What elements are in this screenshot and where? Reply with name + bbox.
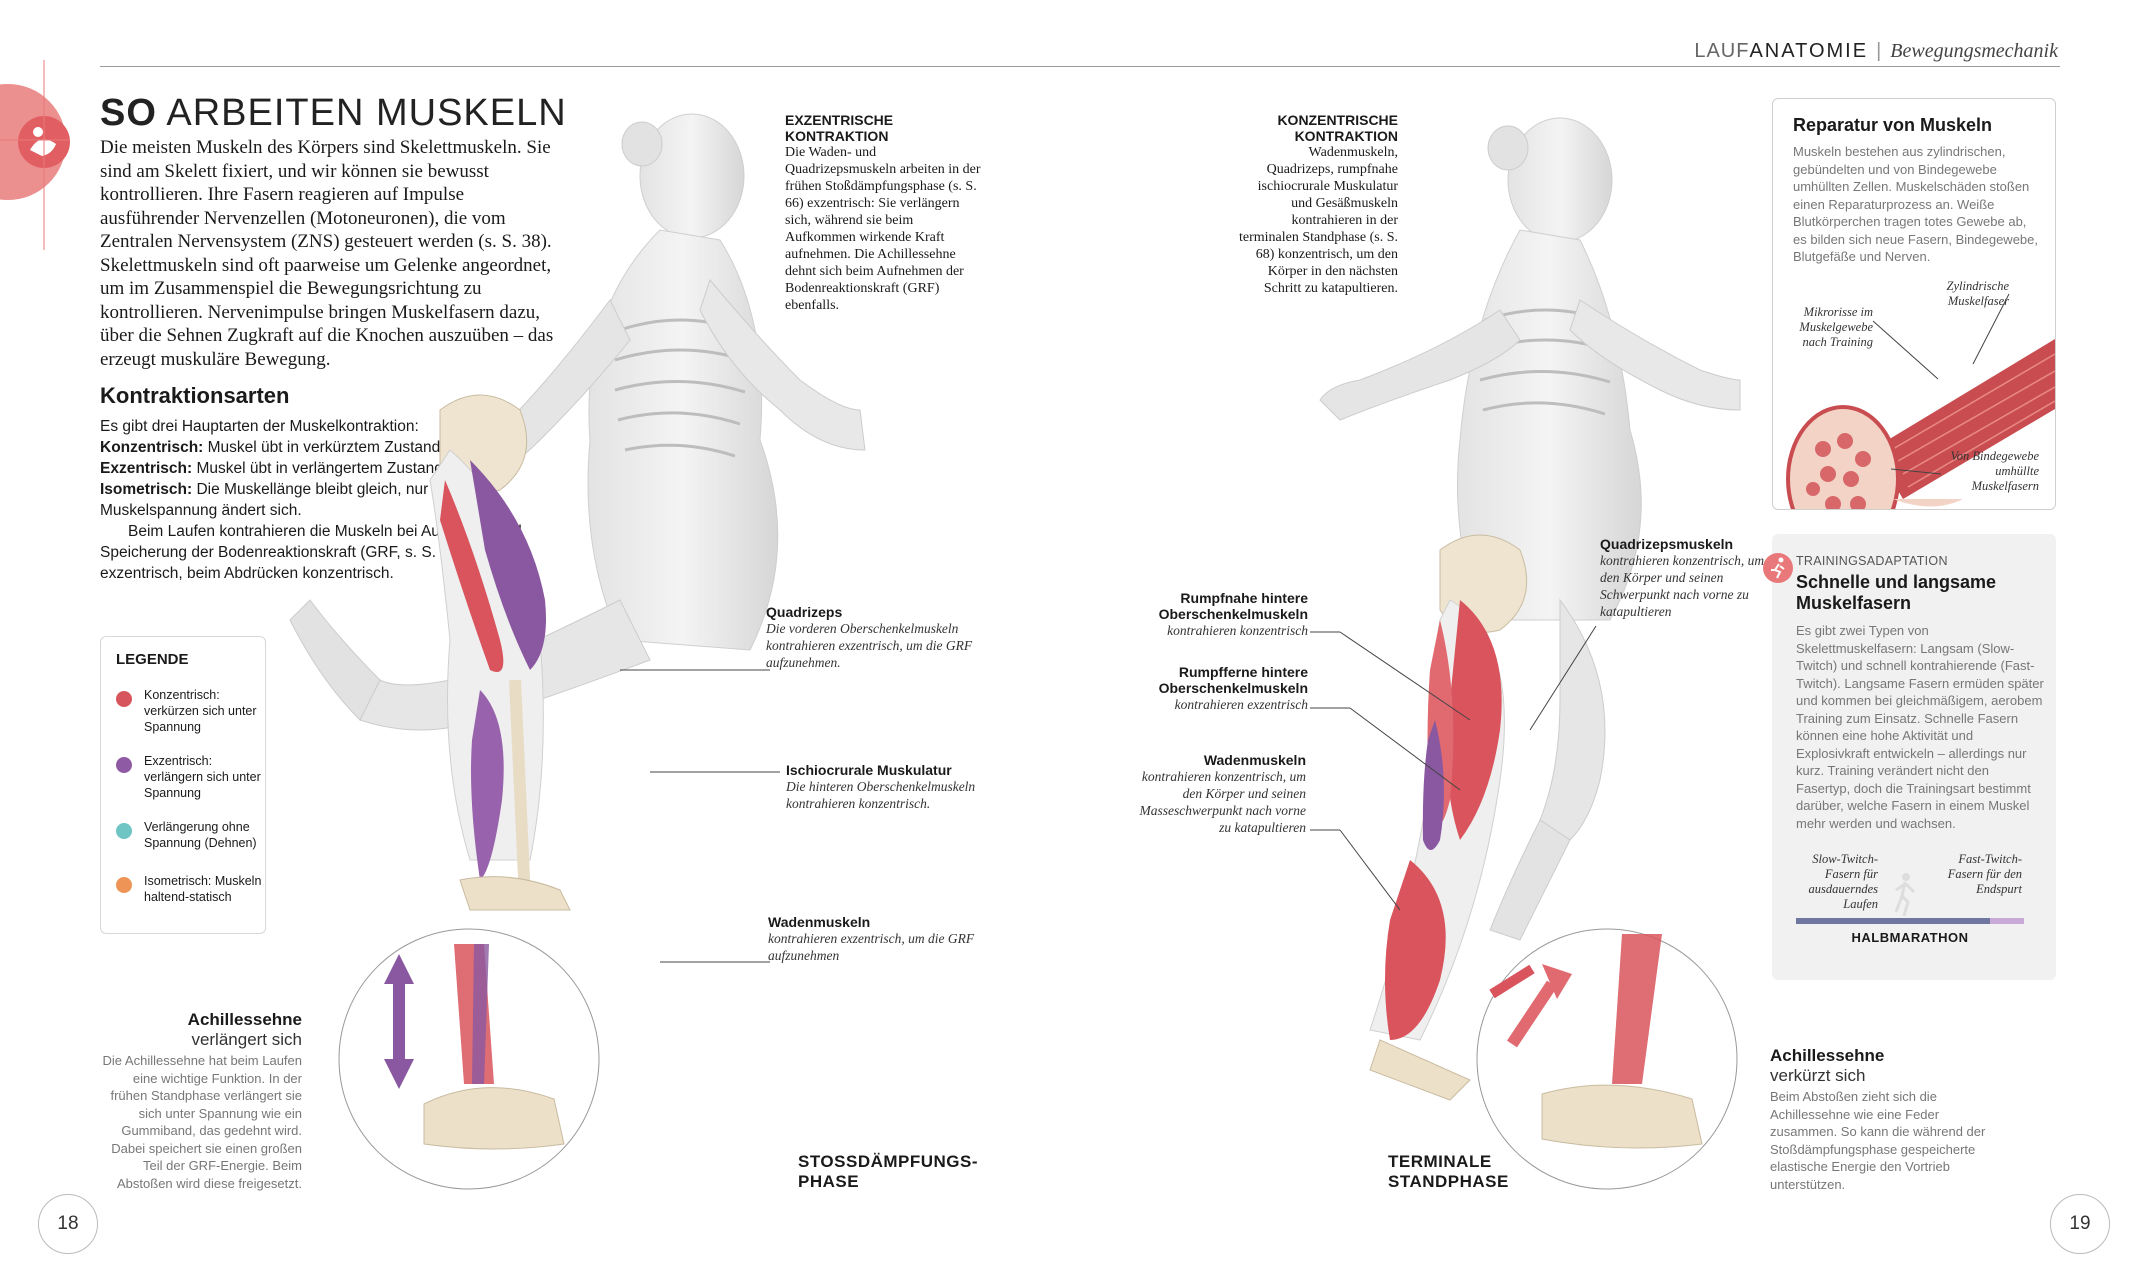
intro-text: Die meisten Muskeln des Körpers sind Ske… (100, 137, 554, 370)
label-fast-twitch: Fast-Twitch-Fasern für den Endspurt (1947, 852, 2022, 896)
section-name: Bewegungsmechanik (1890, 40, 2058, 62)
label-quadrizeps-right: Quadrizepsmuskeln kontrahieren konzentri… (1600, 536, 1765, 619)
crosshair-icon (0, 60, 70, 250)
brand-bold: ANATOMIE (1749, 40, 1869, 62)
page-title: SO ARBEITEN MUSKELN (100, 92, 567, 134)
achilles-circle-right (1476, 928, 1738, 1190)
page-number-right: 19 (2050, 1194, 2110, 1254)
repair-leader-lines (1872, 293, 2010, 475)
training-title: Schnelle und langsame Muskelfasern (1796, 572, 1997, 613)
dot-eccentric (116, 757, 132, 773)
muscle-fiber-illustration (1786, 339, 2055, 509)
phase-label-left: STOSSDÄMPFUNGS-PHASE (798, 1152, 979, 1191)
training-box: TRAININGSADAPTATION Schnelle und langsam… (1763, 534, 2056, 980)
page-number-left: 18 (38, 1194, 98, 1254)
dot-concentric (116, 691, 132, 707)
runner-figure-icon (1894, 873, 1916, 917)
section-heading-kontraktion: Kontraktionsarten (100, 383, 290, 408)
achilles-right-text: Achillessehne verkürzt sich Beim Abstoße… (1770, 1046, 1986, 1192)
halbmarathon-label: HALBMARATHON (1851, 930, 1969, 945)
brand-light: LAUF (1694, 40, 1750, 62)
legend-title: LEGENDE (116, 651, 189, 668)
slow-twitch-fill (1796, 918, 1990, 924)
training-body: Es gibt zwei Typen von Skelettmuskelfase… (1796, 623, 2044, 831)
runner-illustration-right (1319, 117, 1741, 1101)
label-slow-twitch: Slow-Twitch-Fasern für ausdauerndes Lauf… (1808, 852, 1878, 911)
dot-isometric (116, 877, 132, 893)
repair-body: Muskeln bestehen aus zylindrischen, gebü… (1793, 144, 2038, 264)
phase-label-right: TERMINALE STANDPHASE (1388, 1152, 1509, 1191)
label-wadenmuskeln-left: Wadenmuskeln kontrahieren exzentrisch, u… (768, 914, 975, 963)
label-mikrorisse: Mikrorisse im Muskelgewebe nach Training (1799, 305, 1873, 349)
dot-stretch (116, 823, 132, 839)
label-exzentrisch: EXZENTRISCHE KONTRAKTION Die Waden- und … (785, 112, 981, 313)
label-rumpfnahe: Rumpfnahe hintere Oberschenkelmuskeln ko… (1158, 590, 1308, 638)
label-wadenmuskeln-right: Wadenmuskeln kontrahieren konzentrisch, … (1139, 752, 1306, 835)
label-ischiocrurale: Ischiocrurale Muskulatur Die hinteren Ob… (786, 762, 976, 811)
label-zylindrisch: Zylindrische Muskelfaser (1946, 279, 2010, 308)
running-head: LAUFANATOMIE|Bewegungsmechanik (1694, 40, 2058, 62)
runner-illustration-left (289, 113, 866, 911)
runner-icon (1763, 553, 1793, 583)
legend: LEGENDE Konzentrisch: verkürzen sich unt… (100, 636, 266, 934)
achilles-circle-left (338, 928, 600, 1190)
repair-box: Reparatur von Muskeln Muskeln bestehen a… (1772, 98, 2056, 510)
achilles-left-text: Achillessehne verlängert sich Die Achill… (102, 1010, 302, 1191)
label-quadrizeps-left: Quadrizeps Die vorderen Oberschenkelmusk… (766, 604, 973, 670)
header-rule (100, 66, 2060, 67)
contraction-text: Es gibt drei Hauptarten der Muskelkontra… (100, 418, 522, 582)
repair-title: Reparatur von Muskeln (1793, 115, 1993, 135)
label-konzentrisch: KONZENTRISCHE KONTRAKTION Wadenmuskeln, … (1238, 112, 1398, 296)
halbmarathon-bar (1796, 918, 2024, 924)
leader-lines-right (1310, 625, 1597, 911)
training-kicker: TRAININGSADAPTATION (1796, 554, 1948, 568)
label-rumpfferne: Rumpfferne hintere Oberschenkelmuskeln k… (1158, 664, 1308, 712)
label-bindegewebe: Von Bindegewebe umhüllte Muskelfasern (1950, 449, 2039, 493)
leader-lines-left (620, 669, 780, 963)
